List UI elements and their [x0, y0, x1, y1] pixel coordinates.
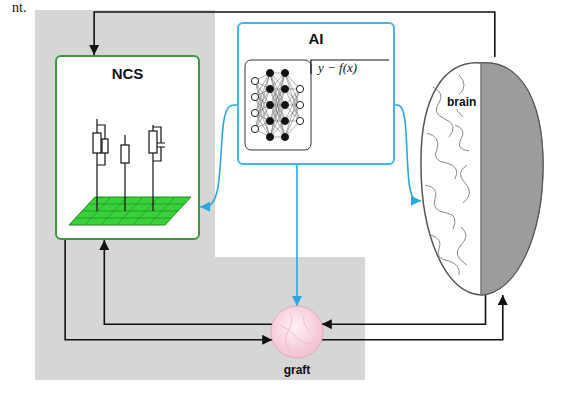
graft-veins	[280, 313, 314, 351]
node-label: NCS	[112, 65, 144, 82]
brain-gyri-part	[457, 227, 467, 265]
electrode-plane	[69, 197, 191, 225]
network-strokes-part	[266, 85, 273, 92]
circuit-pillars-part	[149, 131, 157, 153]
brain-gyri-part	[481, 63, 482, 295]
network-strokes-part	[281, 69, 288, 76]
network-strokes-part	[266, 69, 273, 76]
network-strokes-part	[296, 101, 303, 108]
network-strokes-part	[251, 93, 258, 100]
lesioned-hemisphere	[481, 63, 543, 295]
brain-gyri-part	[427, 133, 457, 179]
ai-box: AI	[237, 22, 395, 165]
network-strokes-part	[281, 133, 288, 140]
graft-tissue	[271, 306, 323, 358]
graft-circle: graft	[270, 305, 324, 359]
brain-gyri-part	[425, 185, 455, 229]
network-strokes-part	[251, 109, 258, 116]
graft-illustration	[270, 305, 324, 359]
network-strokes-part	[251, 125, 258, 132]
network-strokes-part	[281, 101, 288, 108]
brain-gyri	[425, 63, 481, 295]
network-strokes-part	[285, 89, 300, 137]
network-strokes-part	[251, 77, 258, 84]
network-strokes-part	[255, 105, 270, 129]
brain-figure: brain	[415, 55, 548, 298]
cropped-text: nt.	[12, 0, 26, 16]
node-label: AI	[309, 30, 324, 47]
connector-arrow	[200, 105, 237, 207]
connector-arrow	[296, 165, 298, 306]
connector-arrow	[65, 240, 272, 340]
circuit-pillars-part	[121, 145, 129, 163]
network-strokes-part	[266, 101, 273, 108]
network-strokes-part	[281, 117, 288, 124]
formula-bar	[311, 60, 389, 74]
ncs-illustration	[57, 57, 198, 238]
electrode-plane-part-part	[76, 218, 172, 219]
node-label: graft	[284, 363, 311, 377]
circuit-pillars-part	[102, 139, 108, 153]
electrode-plane-part-part	[89, 204, 185, 205]
connector-arrow	[395, 105, 421, 201]
network-strokes-part	[266, 117, 273, 124]
network-strokes-part	[281, 85, 288, 92]
graft-veins-part	[285, 313, 291, 351]
network-strokes	[251, 69, 303, 140]
network-strokes-part	[296, 85, 303, 92]
circuit-pillars	[93, 119, 165, 211]
electrode-plane-part	[76, 197, 185, 225]
network-strokes-part	[296, 117, 303, 124]
circuit-pillars-part	[153, 127, 165, 161]
brain-gyri-part	[431, 235, 459, 275]
brain-illustration	[415, 55, 548, 298]
network-strokes-part	[270, 89, 285, 137]
brain-gyri-part	[460, 165, 469, 203]
electrode-plane-part	[69, 197, 191, 225]
circuit-pillars-part	[93, 133, 101, 153]
connector-arrow	[322, 295, 503, 340]
ncs-box: NCS	[55, 55, 200, 240]
brain-outline	[421, 63, 543, 295]
connector-arrow	[322, 295, 486, 324]
graft-veins-part	[304, 315, 310, 331]
network-frame	[245, 60, 311, 150]
network-strokes-part	[266, 133, 273, 140]
connector-arrow	[104, 240, 272, 324]
node-label: brain	[445, 95, 478, 109]
brain-gyri-part	[455, 125, 469, 151]
